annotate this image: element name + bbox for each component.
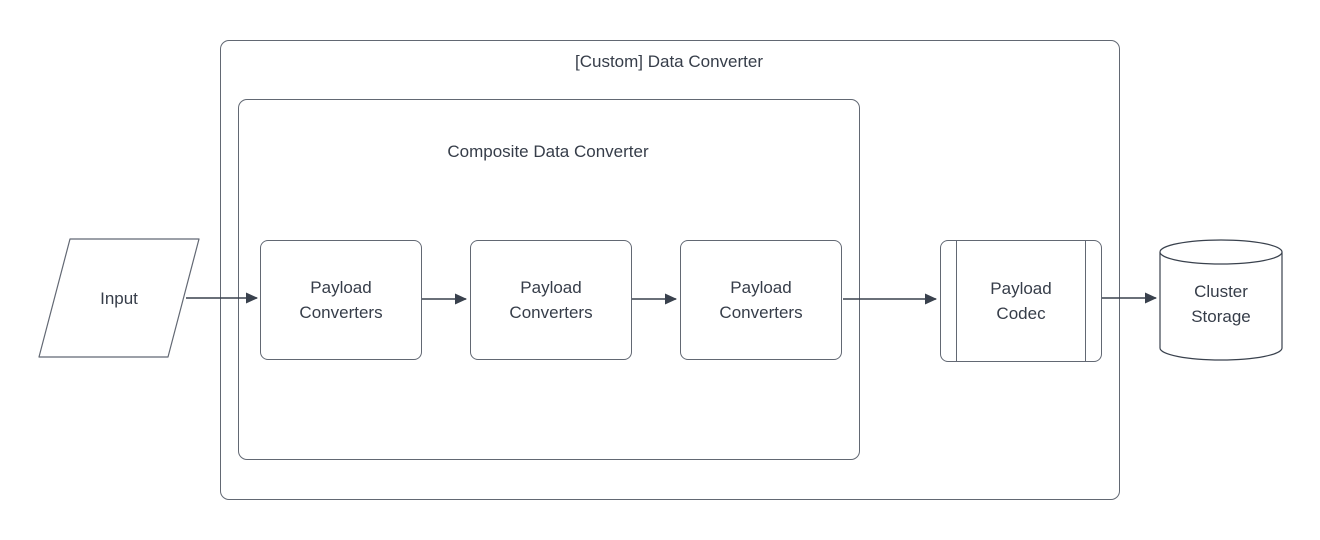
- payload-converters-label-3: Payload Converters: [719, 277, 803, 323]
- payload-codec-left-bar: [956, 241, 957, 361]
- composite-data-converter-container: [238, 99, 860, 460]
- cluster-storage-cylinder-body: [1159, 252, 1283, 361]
- payload-converters-node-1: Payload Converters: [260, 240, 422, 360]
- payload-converters-node-2: Payload Converters: [470, 240, 632, 360]
- cluster-storage-cylinder-top: [1159, 239, 1283, 265]
- payload-codec-node: Payload Codec: [940, 240, 1102, 362]
- payload-codec-label: Payload Codec: [990, 278, 1052, 324]
- custom-data-converter-title: [Custom] Data Converter: [574, 52, 763, 71]
- payload-codec-right-bar: [1085, 241, 1086, 361]
- input-parallelogram-shape: [38, 238, 200, 358]
- payload-converters-label-2: Payload Converters: [509, 277, 593, 323]
- composite-data-converter-title: Composite Data Converter: [447, 142, 649, 161]
- payload-converters-node-3: Payload Converters: [680, 240, 842, 360]
- custom-data-converter-container: [220, 40, 1120, 500]
- payload-converters-label-1: Payload Converters: [299, 277, 383, 323]
